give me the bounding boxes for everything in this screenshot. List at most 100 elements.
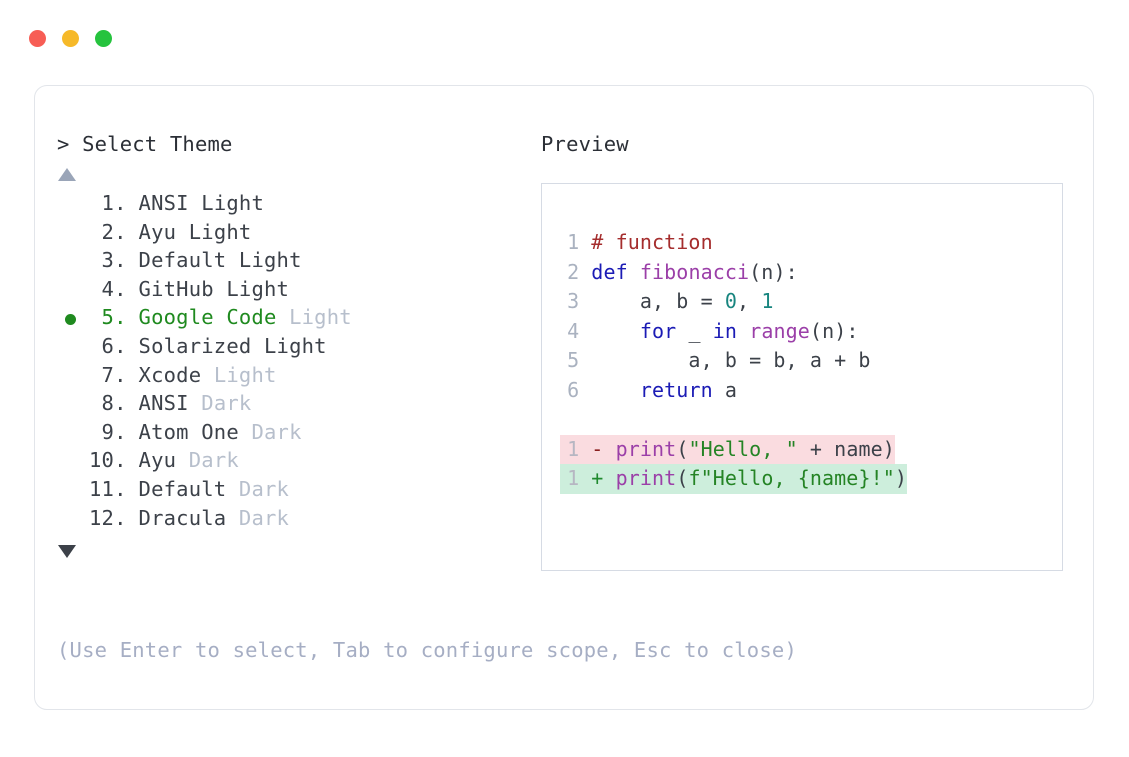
theme-list-item[interactable]: 6. Solarized Light (57, 332, 527, 361)
line-number: 6 (567, 377, 580, 402)
code-token: # function (591, 230, 713, 254)
theme-item-variant: Light (238, 248, 302, 273)
theme-item-variant: Light (226, 276, 290, 301)
theme-list-item[interactable]: 11. Default Dark (57, 475, 527, 504)
theme-item-variant: Light (263, 333, 327, 358)
theme-item-variant: Dark (238, 505, 290, 530)
line-number: 1 (567, 436, 580, 461)
close-button[interactable] (29, 30, 46, 47)
diff-sign: - (591, 436, 616, 461)
code-token: _ (676, 318, 713, 343)
theme-item-name: Xcode (126, 362, 214, 387)
code-token: ( (676, 466, 689, 490)
theme-item-name: Default (126, 476, 239, 501)
theme-item-name: Solarized (126, 333, 264, 358)
maximize-button[interactable] (95, 30, 112, 47)
theme-item-variant: Dark (201, 391, 252, 416)
theme-item-name: Dracula (126, 505, 239, 530)
code-token: a, b = (591, 289, 725, 313)
line-number: 4 (567, 318, 580, 343)
code-token (737, 319, 749, 343)
code-token: return (639, 377, 713, 402)
theme-item-number: 3. (89, 248, 127, 273)
theme-item-number: 8. (89, 391, 127, 416)
code-token: in (712, 318, 738, 343)
theme-list-item[interactable]: 7. Xcode Light (57, 361, 527, 390)
theme-item-number: 7. (89, 362, 127, 387)
code-token: 0 (724, 289, 738, 313)
code-token: ) (894, 466, 908, 490)
selected-bullet-icon (65, 313, 76, 325)
theme-list-item[interactable]: 8. ANSI Dark (57, 389, 527, 418)
code-token: + name) (797, 436, 895, 461)
code-token: (n): (809, 318, 859, 343)
theme-item-variant: Light (289, 305, 352, 330)
code-token: def (591, 259, 640, 284)
theme-item-variant: Light (213, 362, 277, 387)
theme-item-number: 12. (89, 505, 127, 530)
theme-list-item[interactable]: 3. Default Light (57, 246, 527, 275)
code-gap (560, 405, 1062, 435)
line-number: 5 (567, 348, 580, 372)
theme-list-item[interactable]: 9. Atom One Dark (57, 418, 527, 447)
picker-title: > Select Theme (57, 132, 233, 156)
code-token: a (712, 377, 738, 402)
theme-item-name: ANSI (126, 191, 202, 215)
theme-item-number: 2. (89, 219, 127, 244)
theme-item-number: 6. (89, 333, 127, 358)
minimize-button[interactable] (62, 30, 79, 47)
theme-list-item[interactable]: 5. Google Code Light (57, 303, 527, 332)
theme-list-item[interactable]: 12. Dracula Dark (57, 504, 527, 533)
code-token (591, 378, 640, 402)
code-token: print (615, 436, 677, 461)
diff-line-add: 1+ print(f"Hello, {name}!") (560, 464, 908, 494)
help-text: (Use Enter to select, Tab to configure s… (57, 638, 797, 662)
code-token: ( (676, 436, 689, 461)
window-titlebar (0, 0, 1129, 80)
code-token: (n): (749, 259, 798, 284)
theme-list-item[interactable]: 2. Ayu Light (57, 218, 527, 247)
traffic-light-buttons (29, 30, 112, 47)
theme-item-name: Ayu (126, 219, 189, 244)
theme-item-variant: Dark (251, 419, 302, 444)
theme-item-name: ANSI (126, 391, 202, 416)
theme-list: 1. ANSI Light 2. Ayu Light 3. Default Li… (57, 189, 527, 532)
triangle-down-icon[interactable] (58, 545, 76, 559)
diff-line-del: 1- print("Hello, " + name) (560, 434, 895, 464)
theme-item-number: 9. (89, 419, 127, 444)
theme-item-name: GitHub (126, 276, 227, 301)
theme-item-number: 1. (89, 191, 127, 215)
code-token: fibonacci (639, 259, 750, 284)
theme-item-number: 4. (89, 276, 127, 301)
preview-title: Preview (541, 132, 629, 156)
line-number: 1 (567, 466, 580, 490)
code-token: 1 (761, 289, 774, 313)
theme-item-name: Google Code (126, 305, 290, 330)
theme-item-variant: Light (201, 191, 264, 215)
theme-item-name: Ayu (126, 448, 189, 473)
code-line: 6 return a (560, 376, 737, 406)
theme-list-item[interactable]: 10. Ayu Dark (57, 446, 527, 475)
code-token: for (639, 318, 677, 343)
theme-item-number: 5. (89, 305, 127, 330)
code-token (591, 319, 640, 343)
line-number: 3 (567, 289, 580, 313)
triangle-up-icon[interactable] (58, 168, 76, 181)
theme-selector-panel: > Select Theme 1. ANSI Light 2. Ayu Ligh… (34, 85, 1094, 710)
code-token: print (615, 466, 677, 490)
code-token: "Hello, " (688, 436, 798, 461)
line-number: 1 (567, 230, 580, 254)
code-token: a, b = b, a + b (591, 348, 871, 372)
theme-item-variant: Light (188, 219, 252, 244)
theme-list-item[interactable]: 1. ANSI Light (57, 189, 527, 218)
diff-sign: + (591, 466, 616, 490)
theme-item-variant: Dark (188, 448, 239, 473)
code-line: 5 a, b = b, a + b (560, 346, 871, 376)
code-token: range (749, 318, 810, 343)
theme-list-item[interactable]: 4. GitHub Light (57, 275, 527, 304)
